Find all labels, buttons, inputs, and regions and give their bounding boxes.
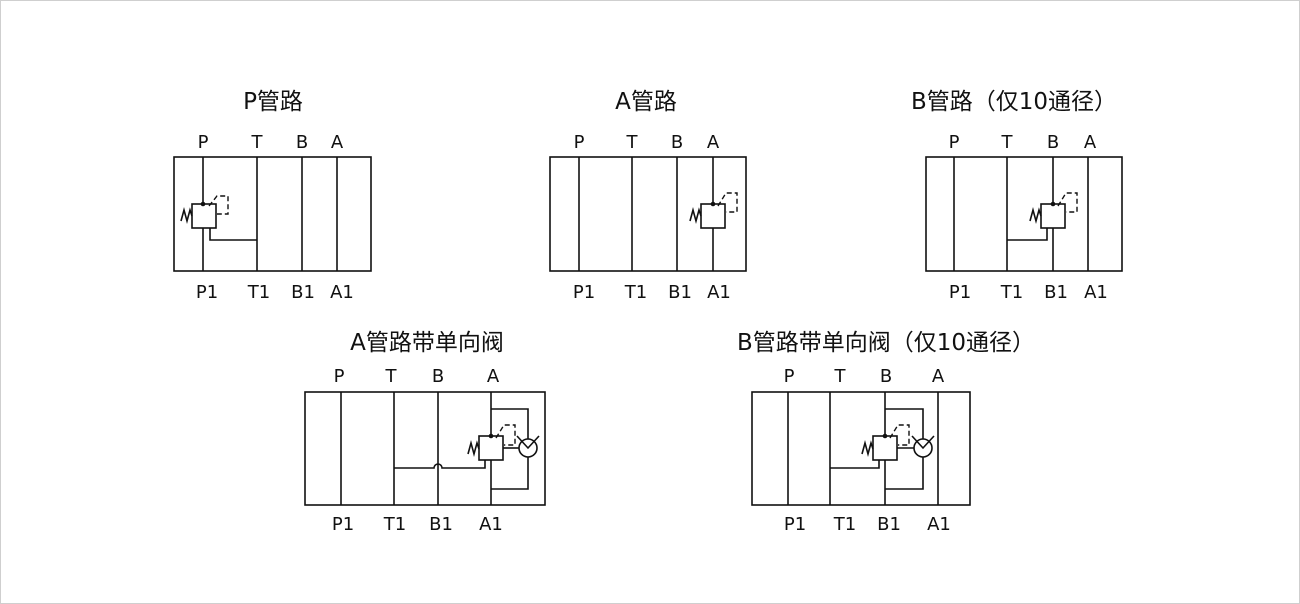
port-label-p1: P1 [196,282,218,303]
pressure-relief-valve-symbol [689,192,738,229]
port-label-t1: T1 [1000,282,1023,303]
check-valve-symbol [491,408,540,490]
port-label-b: B [432,366,444,387]
diagram-title: B管路带单向阀（仅10通径） [737,330,1035,356]
port-label-a: A [331,132,344,153]
port-label-b: B [671,132,683,153]
diagram-b-line-check-valve: B管路带单向阀（仅10通径） P T B A P1 T1 B1 A1 [737,330,1035,535]
port-label-a: A [487,366,500,387]
diagram-b-line: B管路（仅10通径） P T B A P1 T1 B1 A1 [911,89,1123,303]
port-label-p: P [949,132,960,153]
diagram-a-line: A管路 P T B A P1 T1 B1 A1 [549,89,747,303]
diagram-title: A管路带单向阀 [350,330,504,356]
port-label-a1: A1 [479,514,503,535]
pressure-relief-valve-symbol [830,424,910,469]
port-label-p1: P1 [784,514,806,535]
port-label-t: T [385,366,398,387]
port-label-t1: T1 [624,282,647,303]
port-label-t1: T1 [383,514,406,535]
pressure-relief-valve-symbol [180,195,257,241]
port-label-b: B [296,132,308,153]
pressure-relief-valve-symbol [394,424,516,469]
port-label-b1: B1 [1044,282,1068,303]
port-label-a: A [1084,132,1097,153]
valve-block-outline [549,156,747,272]
port-label-a1: A1 [330,282,354,303]
port-label-t1: T1 [247,282,270,303]
port-label-a1: A1 [1084,282,1108,303]
port-label-a1: A1 [927,514,951,535]
diagram-p-line: P管路 P T B A P1 T1 B1 A1 [173,89,372,303]
port-label-t: T [834,366,847,387]
port-label-t: T [626,132,639,153]
port-label-a: A [707,132,720,153]
port-label-b1: B1 [877,514,901,535]
valve-block-outline [925,156,1123,272]
port-label-p1: P1 [332,514,354,535]
port-label-b1: B1 [291,282,315,303]
port-label-b1: B1 [668,282,692,303]
diagram-a-line-check-valve: A管路带单向阀 P T B A P1 T1 B1 A1 [304,330,546,535]
port-label-p: P [334,366,345,387]
diagram-title: P管路 [243,89,303,115]
diagram-title: B管路（仅10通径） [911,89,1117,115]
port-label-t: T [1001,132,1014,153]
valve-block-outline [751,391,971,506]
pressure-relief-valve-symbol [1007,192,1078,241]
port-label-p: P [784,366,795,387]
diagram-title: A管路 [615,89,677,115]
port-label-b: B [880,366,892,387]
valve-block-outline [173,156,372,272]
port-label-p1: P1 [949,282,971,303]
port-label-t: T [251,132,264,153]
port-label-t1: T1 [833,514,856,535]
port-label-p: P [198,132,209,153]
port-label-p1: P1 [573,282,595,303]
port-label-b: B [1047,132,1059,153]
port-label-b1: B1 [429,514,453,535]
check-valve-symbol [885,408,935,490]
valve-block-outline [304,391,546,506]
port-label-p: P [574,132,585,153]
port-label-a: A [932,366,945,387]
port-label-a1: A1 [707,282,731,303]
